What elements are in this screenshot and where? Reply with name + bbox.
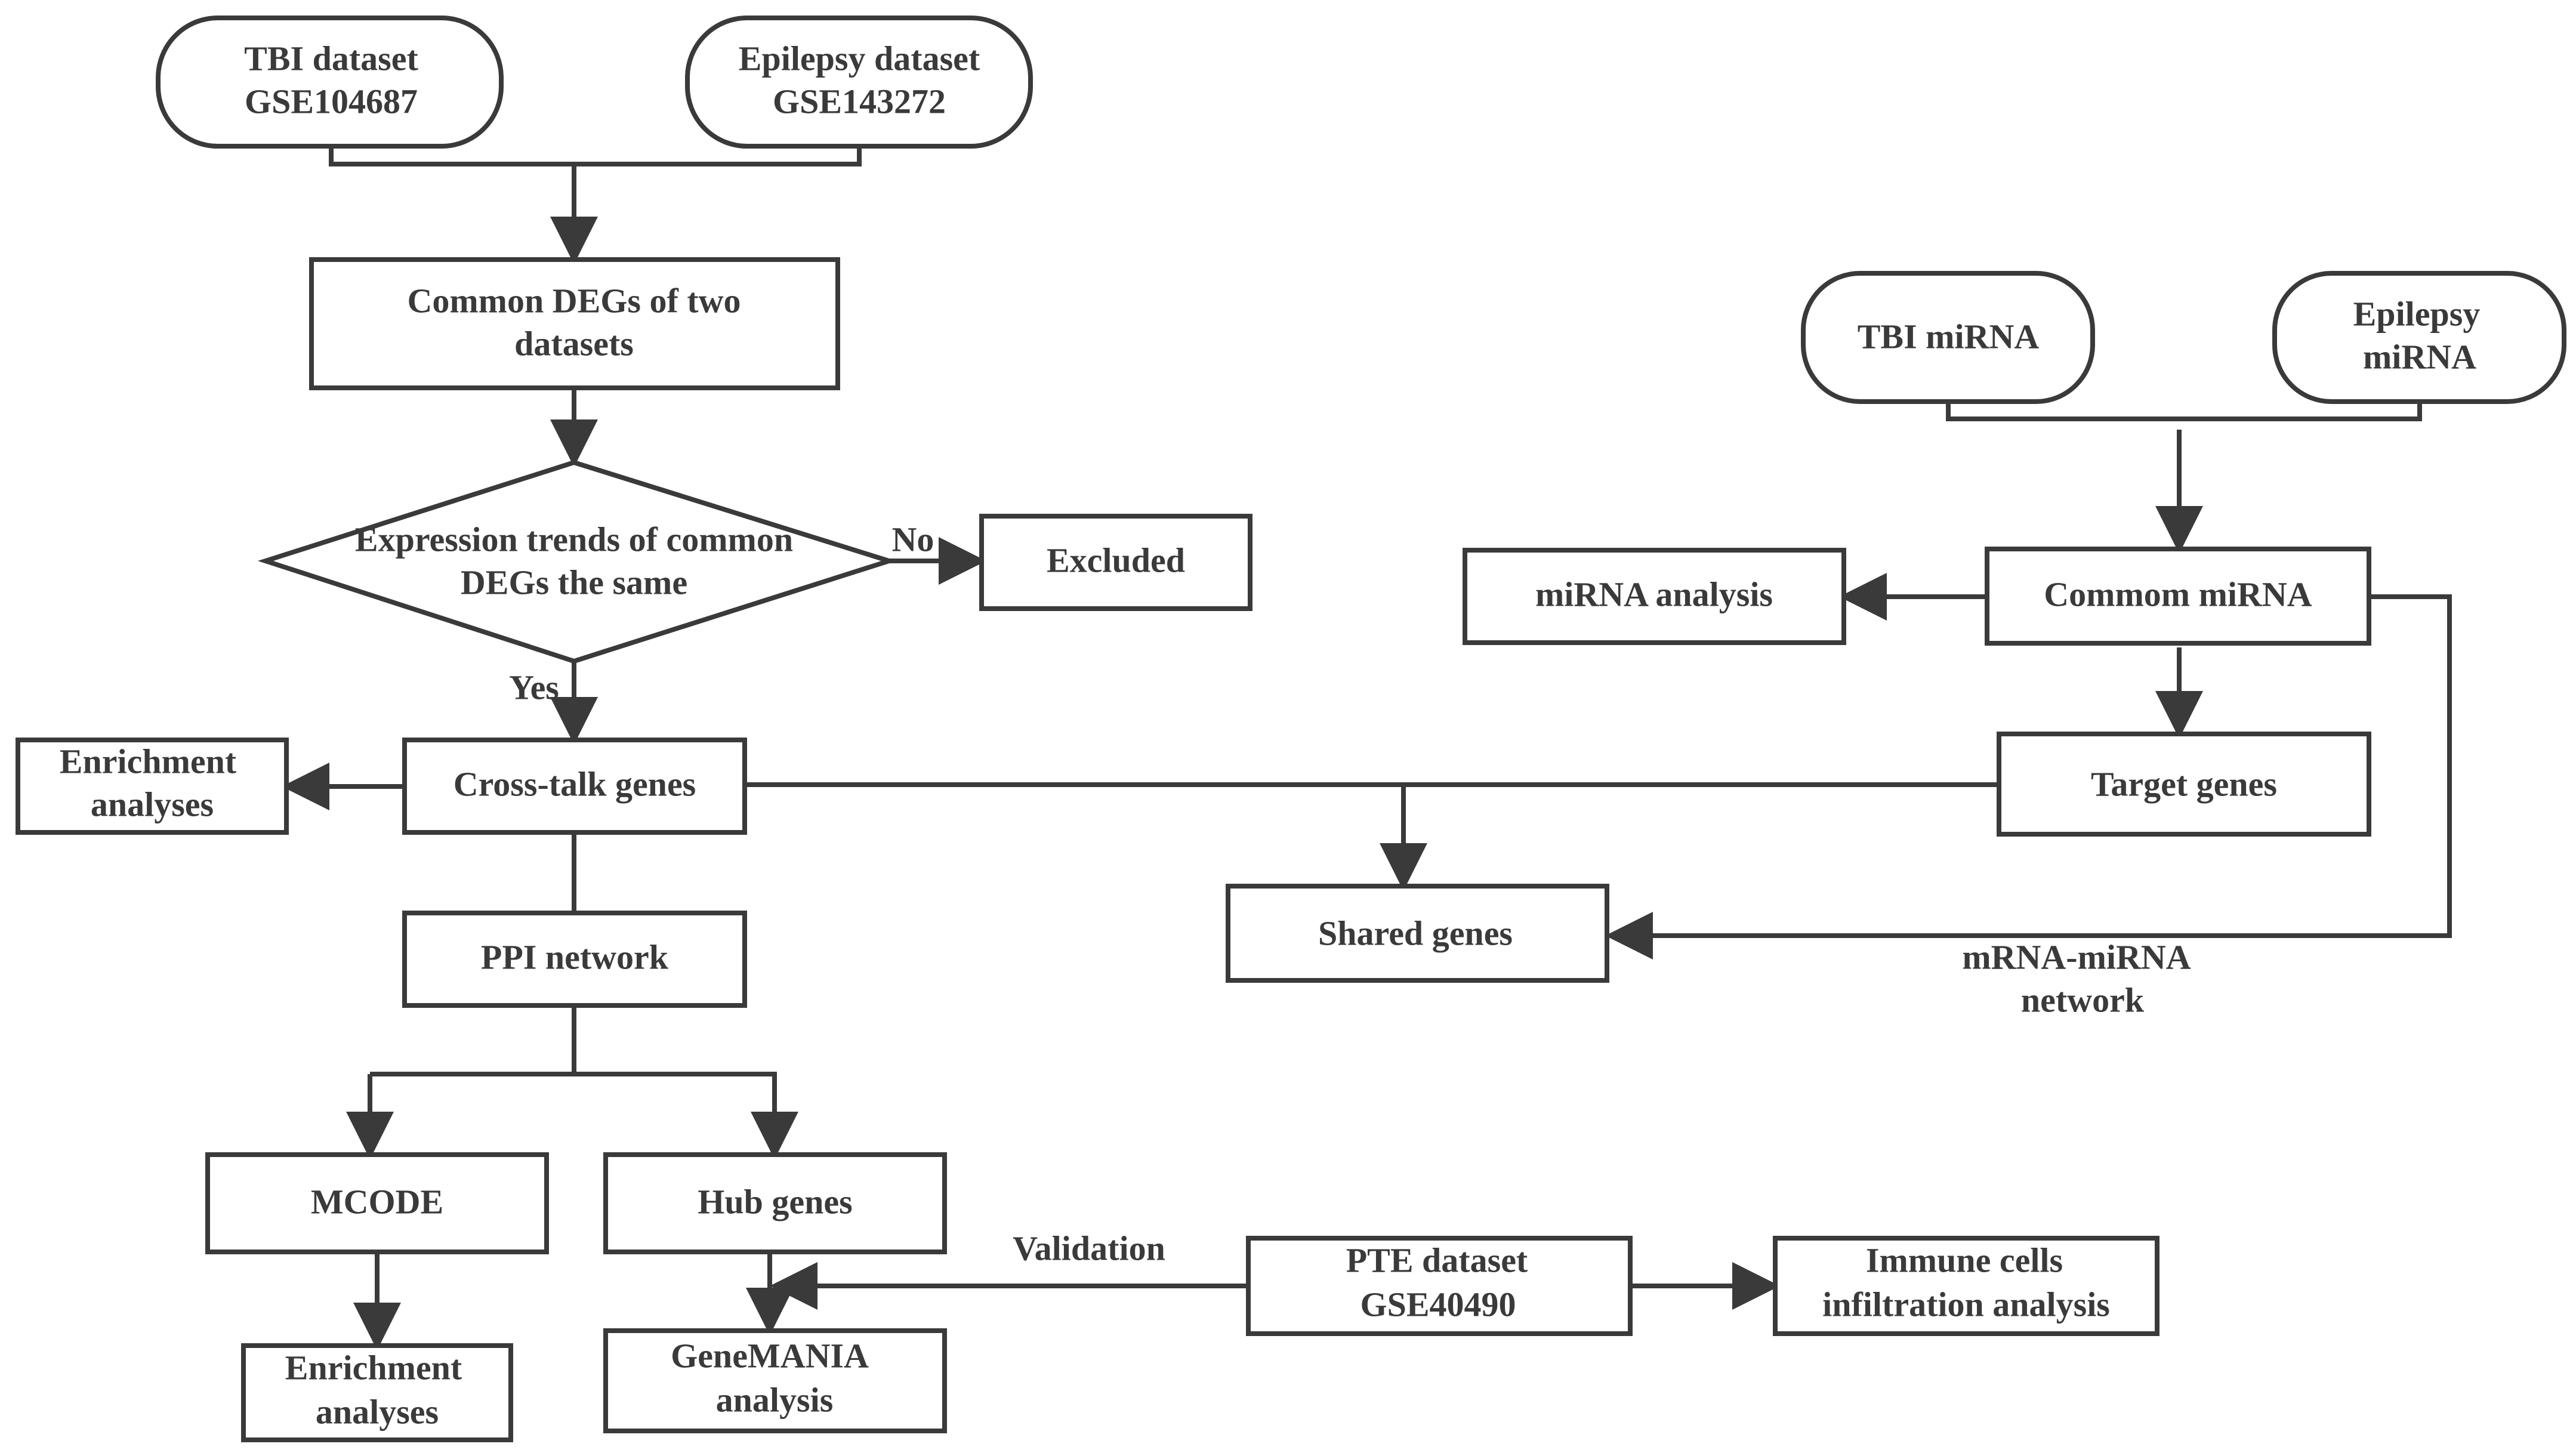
node-epilepsy-dataset-line1: Epilepsy dataset — [739, 39, 980, 78]
node-crosstalk-genes: Cross-talk genes — [402, 738, 747, 835]
node-tbi-mirna: TBI miRNA — [1801, 271, 2095, 404]
node-excluded-line1: Excluded — [1047, 541, 1185, 579]
node-shared-genes: Shared genes — [1226, 884, 1609, 983]
node-pte-dataset: PTE dataset GSE40490 — [1246, 1236, 1633, 1336]
node-epilepsy-mirna: Epilepsy miRNA — [2272, 271, 2566, 404]
edge-mrna-mirna-network — [1605, 594, 2452, 960]
node-pte-dataset-line2: GSE40490 — [1360, 1285, 1516, 1324]
node-mirna-analysis-line1: miRNA analysis — [1535, 575, 1773, 613]
node-enrichment-bottom-line1: Enrichment — [285, 1348, 462, 1387]
node-target-genes: Target genes — [1997, 732, 2371, 837]
node-expression-trends-line1: Expression trends of common — [355, 520, 793, 559]
node-mirna-analysis: miRNA analysis — [1463, 548, 1846, 645]
node-excluded: Excluded — [979, 514, 1252, 611]
node-tbi-dataset-line2: GSE104687 — [245, 82, 418, 121]
edge-ppi-split — [370, 1005, 576, 1076]
edge-ppi-to-hub — [574, 1072, 798, 1159]
node-epilepsy-dataset: Epilepsy dataset GSE143272 — [685, 16, 1033, 149]
node-hub-genes-line1: Hub genes — [698, 1182, 852, 1221]
node-immune-cells-line2: infiltration analysis — [1822, 1285, 2110, 1324]
node-epilepsy-dataset-line2: GSE143272 — [773, 82, 946, 121]
node-genemania-line2: analysis — [716, 1380, 834, 1419]
node-shared-genes-line1: Shared genes — [1318, 914, 1513, 952]
edge-mirna-merge — [1946, 403, 2422, 421]
node-enrichment-bottom-line2: analyses — [316, 1392, 439, 1431]
node-common-degs-line2: datasets — [514, 324, 634, 363]
node-genemania: GeneMANIA analysis — [603, 1328, 947, 1433]
node-mcode-line1: MCODE — [311, 1182, 443, 1221]
node-target-genes-line1: Target genes — [2091, 764, 2277, 803]
node-expression-trends: Expression trends of common DEGs the sam… — [257, 459, 897, 664]
node-mcode: MCODE — [205, 1152, 549, 1254]
edge-label-validation: Validation — [1013, 1229, 1165, 1267]
node-crosstalk-genes-line1: Cross-talk genes — [454, 764, 696, 803]
node-immune-cells-line1: Immune cells — [1866, 1241, 2063, 1279]
node-epilepsy-mirna-line2: miRNA — [2363, 337, 2476, 376]
node-enrichment-left-line2: analyses — [91, 785, 214, 823]
node-pte-dataset-line1: PTE dataset — [1346, 1241, 1528, 1279]
node-tbi-mirna-line1: TBI miRNA — [1858, 317, 2040, 356]
edge-label-mrna-mirna-line2: network — [2021, 980, 2145, 1019]
node-immune-cells: Immune cells infiltration analysis — [1773, 1236, 2159, 1336]
node-epilepsy-mirna-line1: Epilepsy — [2353, 294, 2481, 333]
node-expression-trends-line2: DEGs the same — [461, 563, 687, 601]
node-common-degs-line1: Common DEGs of two — [407, 281, 741, 320]
node-enrichment-left: Enrichment analyses — [16, 738, 289, 835]
node-common-mirna-line1: Commom miRNA — [2044, 575, 2312, 613]
node-common-mirna: Commom miRNA — [1985, 547, 2371, 646]
node-genemania-line1: GeneMANIA — [671, 1336, 869, 1375]
node-common-degs: Common DEGs of two datasets — [309, 257, 840, 390]
node-hub-genes: Hub genes — [603, 1152, 947, 1254]
node-enrichment-left-line1: Enrichment — [60, 742, 237, 781]
edge-datasets-merge — [329, 143, 862, 166]
edge-label-yes: Yes — [509, 668, 559, 707]
node-tbi-dataset-line1: TBI dataset — [244, 39, 418, 78]
node-ppi-network-line1: PPI network — [481, 937, 669, 976]
node-ppi-network: PPI network — [402, 911, 747, 1008]
node-enrichment-bottom: Enrichment analyses — [241, 1343, 513, 1442]
edge-label-no: No — [892, 520, 934, 559]
node-tbi-dataset: TBI dataset GSE104687 — [156, 16, 504, 149]
edge-label-mrna-mirna-line1: mRNA-miRNA — [1962, 937, 2191, 976]
